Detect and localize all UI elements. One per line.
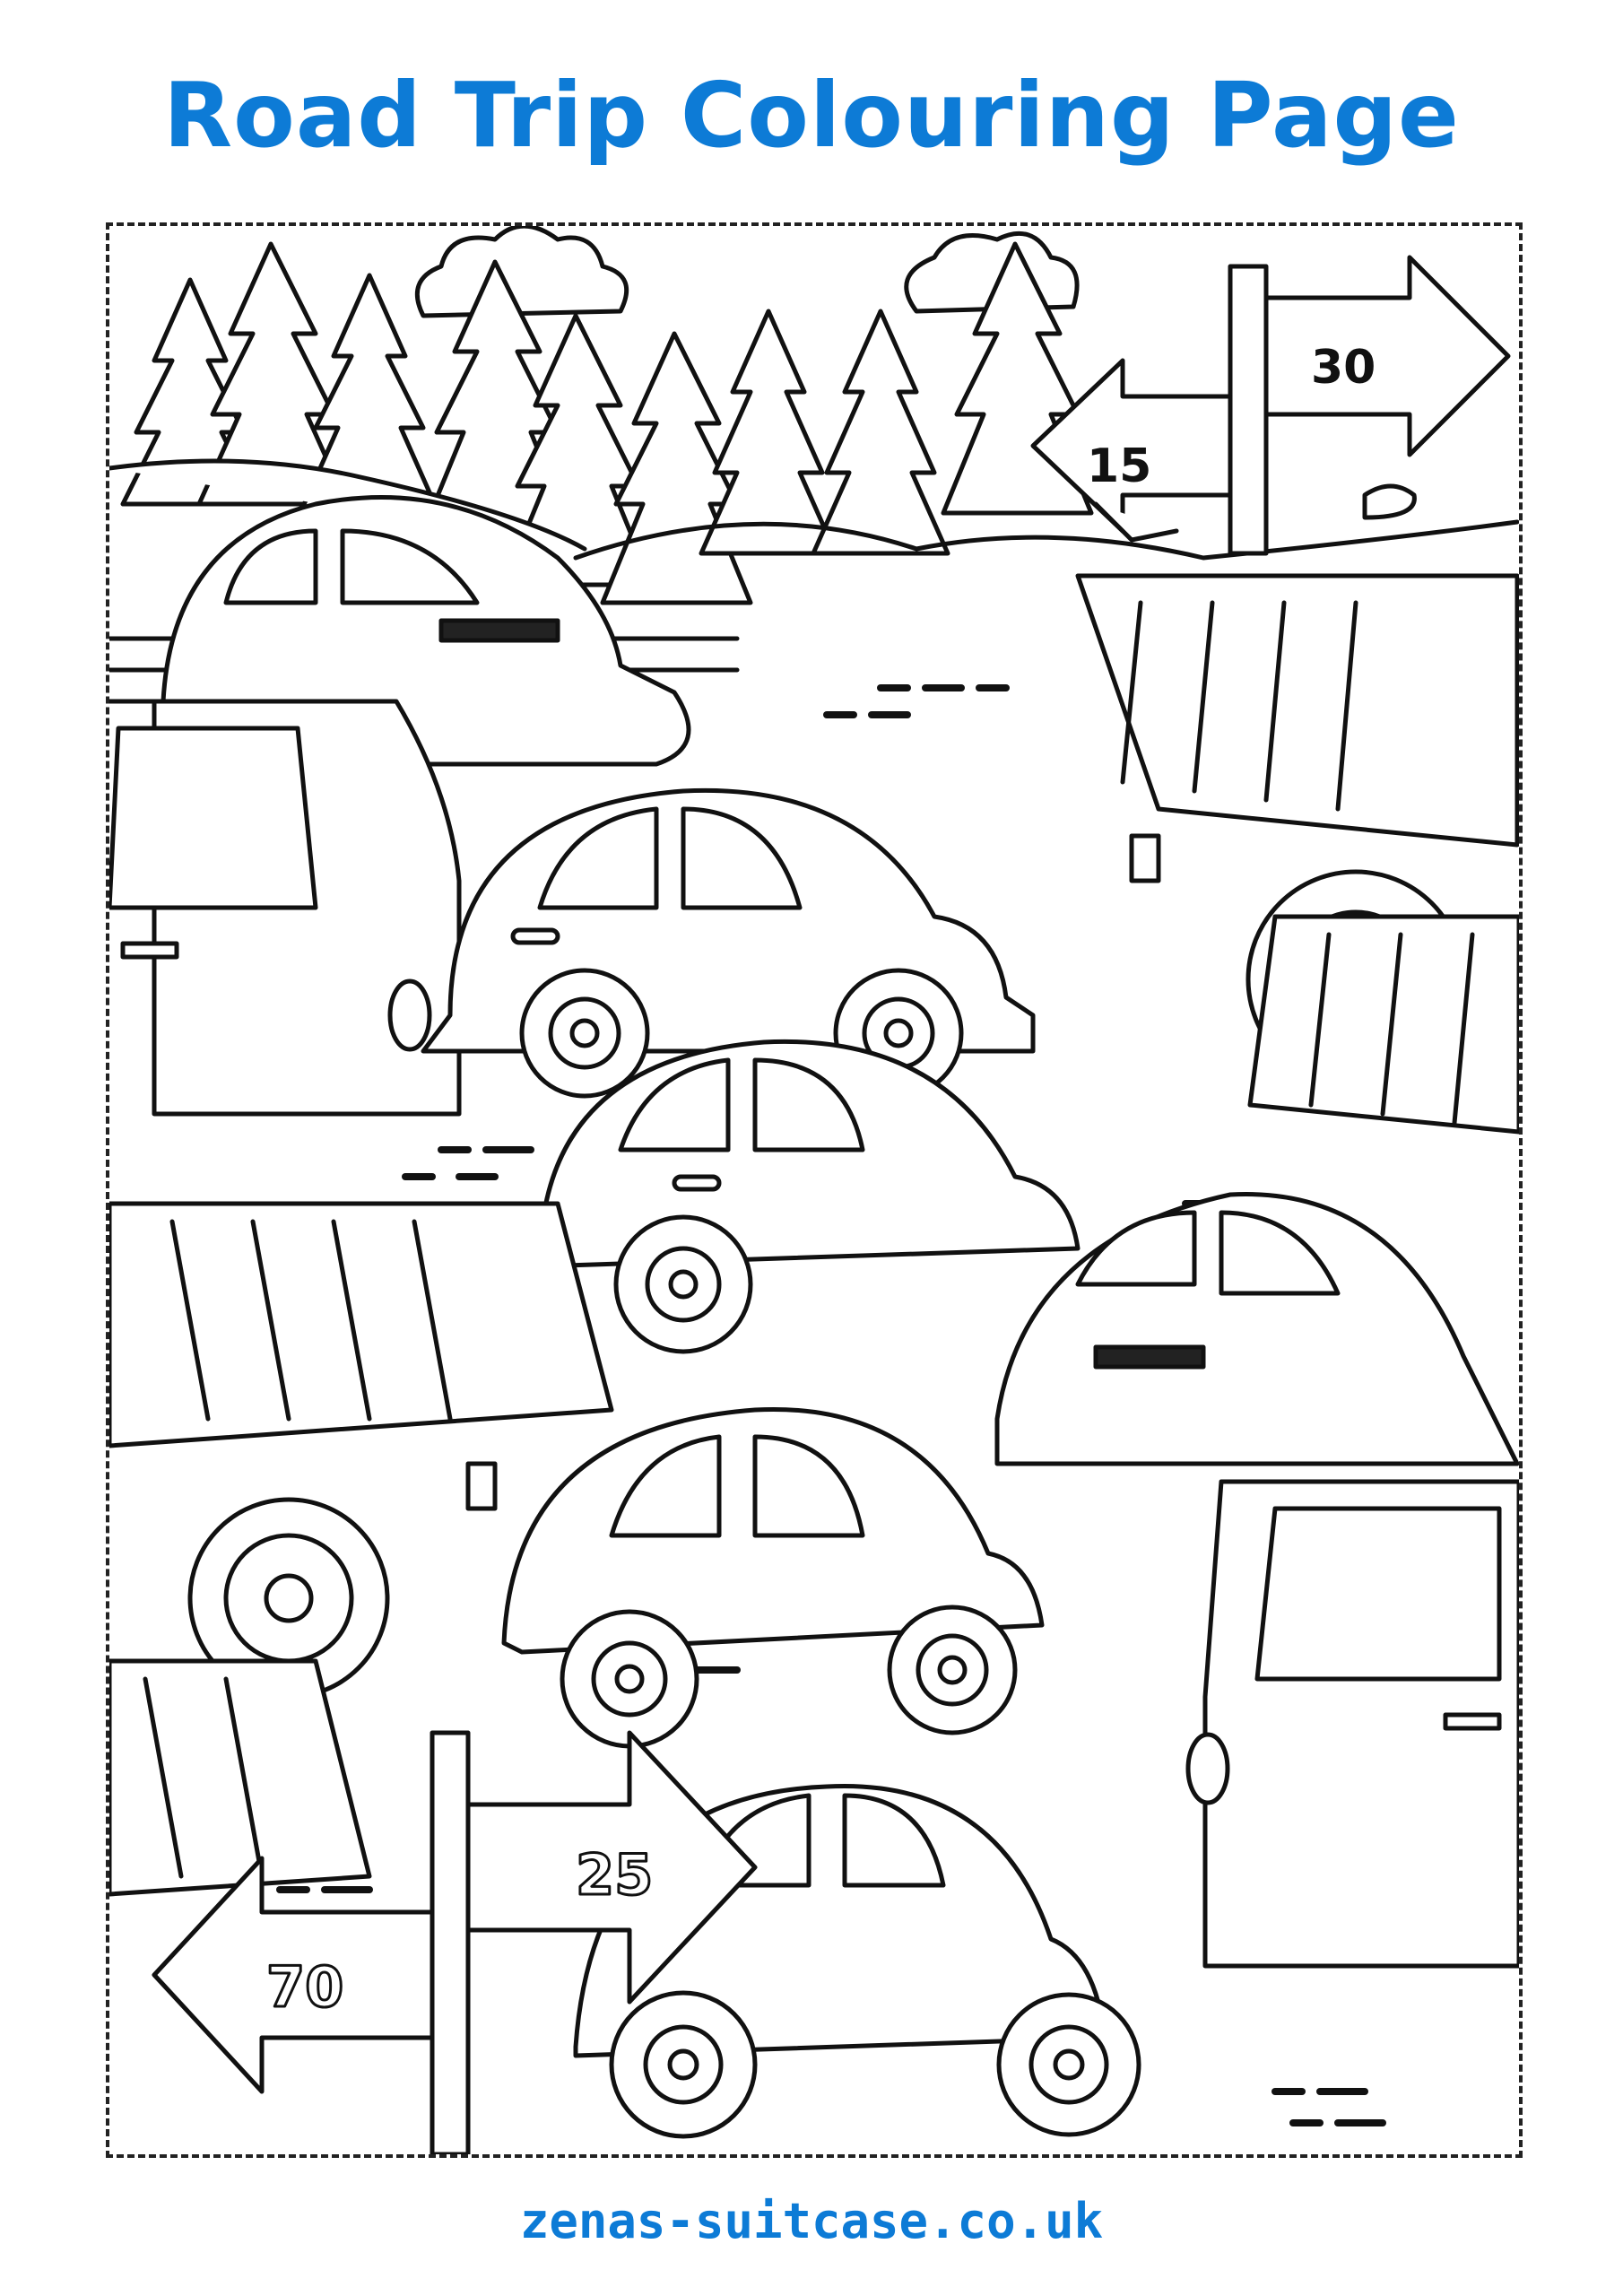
colouring-illustration: 30 15 25 70 xyxy=(109,226,1519,2154)
dump-truck-right-2 xyxy=(1247,914,1519,1135)
jeep-truck-right xyxy=(1185,1479,1519,1969)
sign-post-bottom xyxy=(152,1730,758,2154)
beetle-car-1 xyxy=(421,787,1036,1099)
taxi-car-top xyxy=(161,495,691,767)
cloud-left xyxy=(414,226,629,318)
beetle-car-4 xyxy=(573,1783,1141,2139)
page-title: Road Trip Colouring Page xyxy=(163,63,1460,168)
pine-trees xyxy=(120,241,1094,605)
truck-cab-left xyxy=(109,699,462,1117)
colouring-frame: 30 15 25 70 xyxy=(106,222,1523,2158)
sign-30-label: 30 xyxy=(1311,341,1376,395)
sign-70-label: 70 xyxy=(266,1954,343,2020)
beetle-car-2 xyxy=(537,1039,1081,1354)
sign-post-top xyxy=(1030,255,1511,556)
sign-25-label: 25 xyxy=(576,1842,653,1908)
sign-15-label: 15 xyxy=(1087,439,1151,493)
dump-truck-left xyxy=(109,1201,614,1700)
beetle-car-3 xyxy=(501,1406,1045,1749)
taxi-car-right xyxy=(994,1192,1519,1466)
dump-truck-bottom-left xyxy=(109,1658,372,1897)
website-url[interactable]: zenas-suitcase.co.uk xyxy=(519,2193,1104,2249)
